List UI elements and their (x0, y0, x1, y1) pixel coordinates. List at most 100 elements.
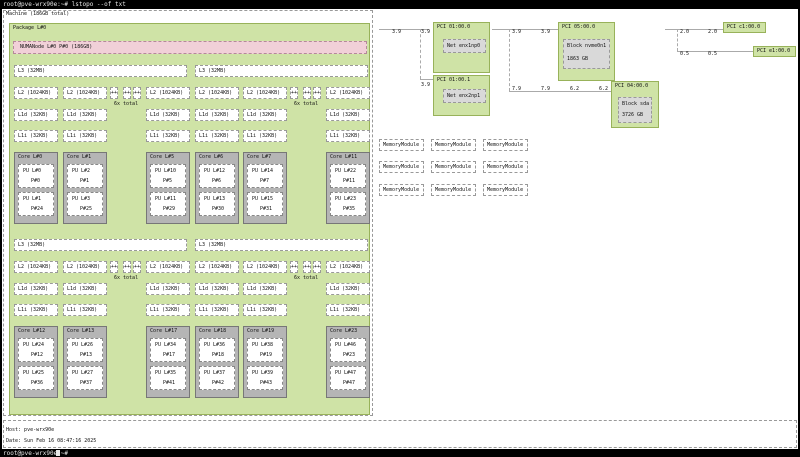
l2-cache[interactable] (146, 261, 190, 273)
l1d-cache[interactable] (326, 283, 370, 295)
pci-device-e1-00-0[interactable] (753, 46, 796, 57)
processing-unit[interactable] (67, 338, 103, 362)
package-label: Package L#0 (13, 25, 47, 31)
memory-module[interactable] (483, 161, 528, 173)
pci-label: PCI c1:00.0 (727, 24, 761, 30)
l1d-cache[interactable] (195, 283, 239, 295)
processing-unit[interactable] (67, 366, 103, 390)
processing-unit[interactable] (150, 366, 186, 390)
memory-module[interactable] (483, 139, 528, 151)
collapsed-cache[interactable] (290, 87, 298, 99)
collapsed-cache[interactable] (123, 87, 131, 99)
l1d-cache[interactable] (146, 283, 190, 295)
pci-branch-h (509, 91, 611, 92)
memory-module[interactable] (431, 161, 476, 173)
collapsed-cache[interactable] (110, 87, 118, 99)
l1i-cache[interactable] (63, 130, 107, 142)
memory-module[interactable] (379, 161, 424, 173)
collapsed-cache[interactable] (290, 261, 298, 273)
processing-unit[interactable] (247, 192, 283, 216)
l1i-cache[interactable] (14, 130, 58, 142)
ellipsis-label: ++ (304, 90, 311, 96)
l1i-cache[interactable] (326, 130, 370, 142)
l2-cache[interactable] (63, 261, 107, 273)
collapsed-cache[interactable] (313, 87, 321, 99)
collapsed-count: 6x total (114, 275, 139, 281)
l1d-cache[interactable] (63, 283, 107, 295)
l1i-cache[interactable] (195, 304, 239, 316)
collapsed-cache[interactable] (133, 87, 141, 99)
collapsed-cache[interactable] (123, 261, 131, 273)
net-device[interactable] (443, 39, 486, 53)
collapsed-cache[interactable] (313, 261, 321, 273)
processing-unit[interactable] (247, 338, 283, 362)
l1d-cache[interactable] (326, 109, 370, 121)
processing-unit[interactable] (247, 366, 283, 390)
processing-unit[interactable] (330, 366, 366, 390)
l1i-cache[interactable] (146, 304, 190, 316)
block-device[interactable] (563, 39, 610, 69)
l1d-cache[interactable] (63, 109, 107, 121)
l2-cache[interactable] (326, 261, 370, 273)
processing-unit[interactable] (18, 366, 54, 390)
l2-cache[interactable] (14, 87, 58, 99)
l2-cache[interactable] (195, 87, 239, 99)
processing-unit[interactable] (150, 338, 186, 362)
l3-cache[interactable] (14, 239, 187, 251)
l1d-cache[interactable] (14, 109, 58, 121)
memory-module[interactable] (431, 139, 476, 151)
l1i-cache[interactable] (243, 304, 287, 316)
l3-cache[interactable] (195, 239, 368, 251)
terminal-cursor[interactable] (56, 450, 60, 456)
memory-module[interactable] (431, 184, 476, 196)
processing-unit[interactable] (199, 338, 235, 362)
processing-unit[interactable] (330, 192, 366, 216)
l2-cache[interactable] (14, 261, 58, 273)
l1i-cache[interactable] (326, 304, 370, 316)
l2-cache[interactable] (195, 261, 239, 273)
l1i-cache[interactable] (243, 130, 287, 142)
memory-module[interactable] (483, 184, 528, 196)
collapsed-cache[interactable] (303, 87, 311, 99)
processing-unit[interactable] (67, 164, 103, 188)
l1d-cache[interactable] (195, 109, 239, 121)
l1i-cache[interactable] (146, 130, 190, 142)
processing-unit[interactable] (247, 164, 283, 188)
pci-device-c1-00-0[interactable] (723, 22, 766, 33)
l1d-cache[interactable] (243, 109, 287, 121)
collapsed-cache[interactable] (133, 261, 141, 273)
ellipsis-label: ++ (111, 264, 118, 270)
processing-unit[interactable] (330, 338, 366, 362)
block-device[interactable] (618, 97, 652, 123)
l2-cache[interactable] (243, 261, 287, 273)
collapsed-cache[interactable] (110, 261, 118, 273)
processing-unit[interactable] (150, 192, 186, 216)
l2-cache[interactable] (326, 87, 370, 99)
processing-unit[interactable] (150, 164, 186, 188)
l3-cache[interactable] (14, 65, 187, 77)
l1d-cache[interactable] (146, 109, 190, 121)
processing-unit[interactable] (199, 366, 235, 390)
l1i-cache[interactable] (14, 304, 58, 316)
l1d-cache[interactable] (14, 283, 58, 295)
l1i-cache-label: L1i (32KB) (18, 133, 49, 139)
collapsed-cache[interactable] (303, 261, 311, 273)
l2-cache[interactable] (63, 87, 107, 99)
l1i-cache[interactable] (195, 130, 239, 142)
processing-unit[interactable] (199, 164, 235, 188)
memory-module[interactable] (379, 139, 424, 151)
l3-cache[interactable] (195, 65, 368, 77)
processing-unit[interactable] (18, 338, 54, 362)
memory-module[interactable] (379, 184, 424, 196)
l1d-cache[interactable] (243, 283, 287, 295)
processing-unit[interactable] (18, 192, 54, 216)
processing-unit[interactable] (330, 164, 366, 188)
net-device[interactable] (443, 89, 486, 103)
bw-label: 6.2 (570, 86, 580, 92)
processing-unit[interactable] (67, 192, 103, 216)
l2-cache[interactable] (243, 87, 287, 99)
processing-unit[interactable] (199, 192, 235, 216)
l2-cache[interactable] (146, 87, 190, 99)
l1i-cache[interactable] (63, 304, 107, 316)
processing-unit[interactable] (18, 164, 54, 188)
